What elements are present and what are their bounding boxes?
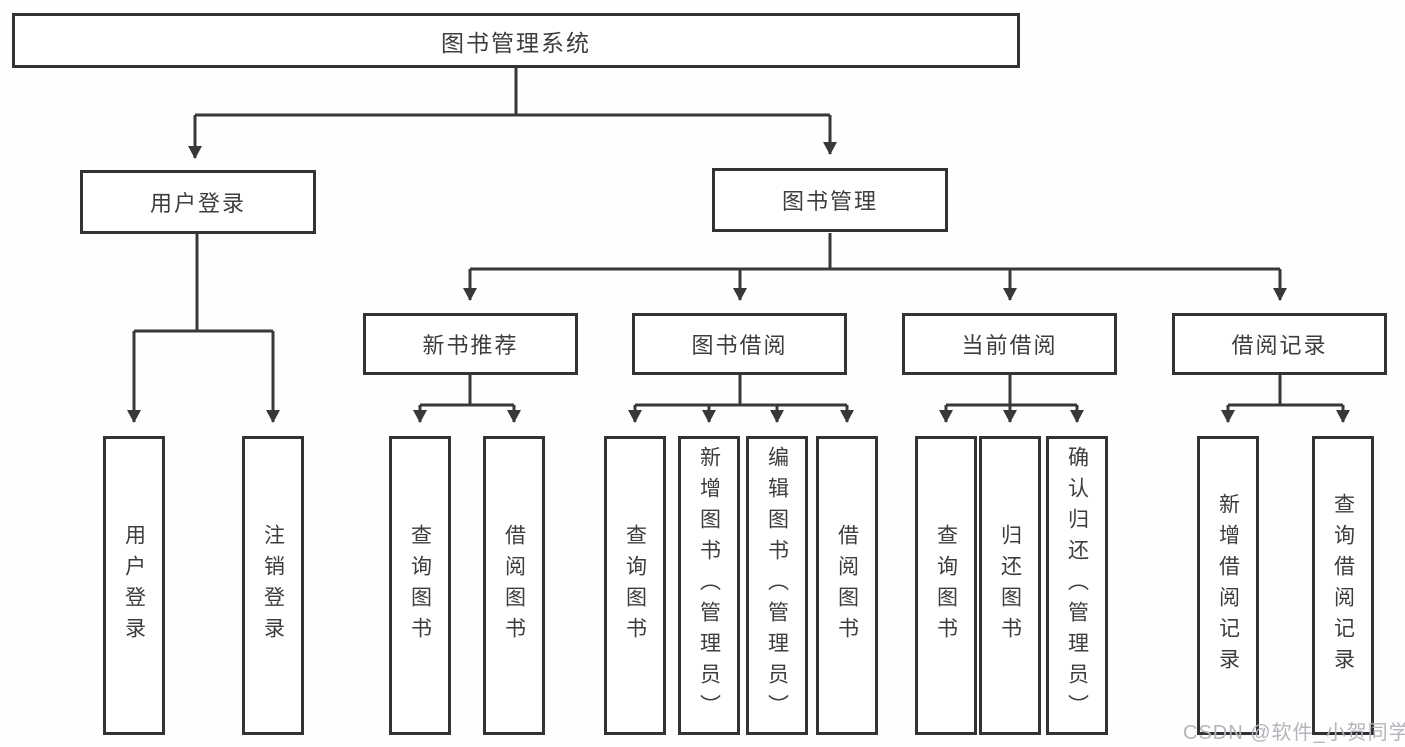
leaf-logout-label: 注销登录 bbox=[261, 523, 285, 648]
leaf-confirm-return-admin: 确认归还（管理员） bbox=[1046, 436, 1108, 735]
leaf-query-books-3: 查询图书 bbox=[915, 436, 977, 735]
leaf-borrow-books-2-label: 借阅图书 bbox=[835, 523, 859, 648]
leaf-add-book-admin: 新增图书（管理员） bbox=[678, 436, 740, 735]
leaf-add-borrow-record: 新增借阅记录 bbox=[1197, 436, 1259, 735]
leaf-query-borrow-record: 查询借阅记录 bbox=[1312, 436, 1374, 735]
leaf-query-books-1-label: 查询图书 bbox=[408, 523, 432, 648]
leaf-logout: 注销登录 bbox=[242, 436, 304, 735]
leaf-confirm-return-admin-label: 确认归还（管理员） bbox=[1065, 446, 1089, 725]
leaf-query-books-2: 查询图书 bbox=[604, 436, 666, 735]
leaf-edit-book-admin: 编辑图书（管理员） bbox=[746, 436, 808, 735]
node-current-borrow: 当前借阅 bbox=[902, 313, 1117, 375]
leaf-query-books-1: 查询图书 bbox=[389, 436, 451, 735]
leaf-return-book: 归还图书 bbox=[979, 436, 1041, 735]
node-new-book-recommend: 新书推荐 bbox=[363, 313, 578, 375]
node-user-login: 用户登录 bbox=[80, 170, 316, 234]
node-book-management: 图书管理 bbox=[712, 168, 948, 232]
node-borrow-records: 借阅记录 bbox=[1172, 313, 1387, 375]
leaf-query-books-2-label: 查询图书 bbox=[623, 523, 647, 648]
leaf-borrow-books-1-label: 借阅图书 bbox=[502, 523, 526, 648]
node-root: 图书管理系统 bbox=[12, 13, 1020, 68]
leaf-borrow-books-1: 借阅图书 bbox=[483, 436, 545, 735]
watermark: CSDN @软件_小贺同学 bbox=[1183, 722, 1405, 744]
leaf-return-book-label: 归还图书 bbox=[998, 523, 1022, 648]
leaf-add-book-admin-label: 新增图书（管理员） bbox=[697, 446, 721, 725]
leaf-add-borrow-record-label: 新增借阅记录 bbox=[1216, 492, 1240, 679]
leaf-edit-book-admin-label: 编辑图书（管理员） bbox=[765, 446, 789, 725]
leaf-borrow-books-2: 借阅图书 bbox=[816, 436, 878, 735]
leaf-query-books-3-label: 查询图书 bbox=[934, 523, 958, 648]
leaf-query-borrow-record-label: 查询借阅记录 bbox=[1331, 492, 1355, 679]
leaf-user-login-label: 用户登录 bbox=[122, 523, 146, 648]
leaf-user-login: 用户登录 bbox=[103, 436, 165, 735]
node-book-borrow: 图书借阅 bbox=[632, 313, 847, 375]
